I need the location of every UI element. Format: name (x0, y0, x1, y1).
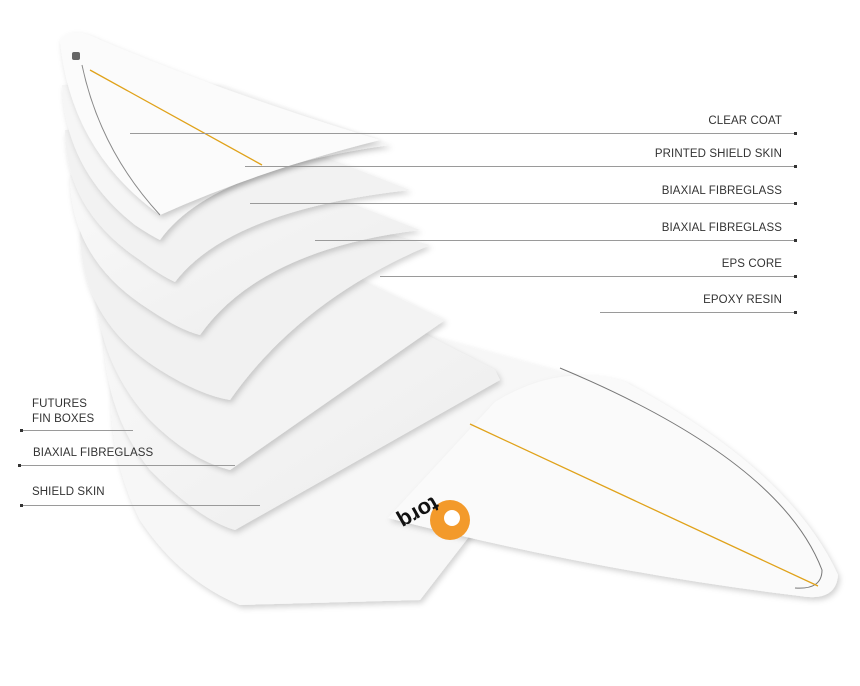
leader-line (245, 166, 795, 167)
label-biaxial-fibreglass-2: BIAXIAL FIBREGLASS (661, 222, 782, 234)
leader-dot (794, 311, 797, 314)
leader-line (250, 203, 795, 204)
leader-line (130, 133, 795, 134)
leader-dot (794, 132, 797, 135)
leader-dot (794, 275, 797, 278)
layer-clear-coat (60, 32, 380, 215)
leader-line (20, 430, 133, 431)
leash-plug (72, 52, 80, 60)
label-biaxial-fibreglass-bottom: BIAXIAL FIBREGLASS (33, 447, 154, 459)
leader-line (600, 312, 795, 313)
nose-rail-line (559, 367, 823, 589)
board-nose (388, 375, 838, 598)
leader-dot (794, 239, 797, 242)
top-rail-line (81, 64, 161, 216)
label-biaxial-fibreglass-1: BIAXIAL FIBREGLASS (661, 185, 782, 197)
leader-line (20, 505, 260, 506)
leader-dot (18, 464, 21, 467)
stringer-top (89, 69, 263, 166)
label-futures-line1: FUTURES (32, 398, 88, 410)
leader-line (380, 276, 795, 277)
label-printed-shield-skin: PRINTED SHIELD SKIN (654, 148, 782, 160)
leader-dot (794, 165, 797, 168)
label-epoxy-resin: EPOXY RESIN (703, 294, 782, 306)
label-eps-core: EPS CORE (721, 258, 782, 270)
leader-line (18, 465, 235, 466)
stringer-nose (469, 423, 819, 587)
label-futures-line2: FIN BOXES (32, 413, 95, 425)
leader-line (315, 240, 795, 241)
label-shield-skin: SHIELD SKIN (32, 486, 105, 498)
leader-dot (794, 202, 797, 205)
leader-dot (20, 504, 23, 507)
label-clear-coat: CLEAR COAT (708, 115, 782, 127)
leader-dot (20, 429, 23, 432)
